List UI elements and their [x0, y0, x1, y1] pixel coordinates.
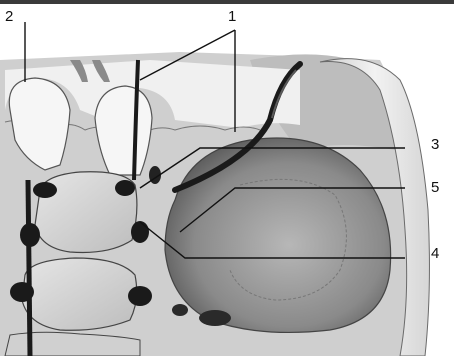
callout-label-5: 5 — [431, 180, 439, 195]
callout-label-3: 3 — [431, 137, 439, 152]
foramen-6 — [128, 286, 152, 306]
sinus-cavity — [165, 138, 391, 332]
callout-label-1: 1 — [228, 9, 236, 24]
vessel-left — [28, 180, 30, 356]
callout-label-4: 4 — [431, 246, 439, 261]
foramen-7 — [199, 310, 231, 326]
foramen-1 — [33, 182, 57, 198]
foramen-4 — [131, 221, 149, 243]
callout-label-2: 2 — [5, 9, 13, 24]
vertebra-lower — [22, 258, 137, 330]
foramen-2 — [115, 180, 135, 196]
foramen-8 — [172, 304, 188, 316]
